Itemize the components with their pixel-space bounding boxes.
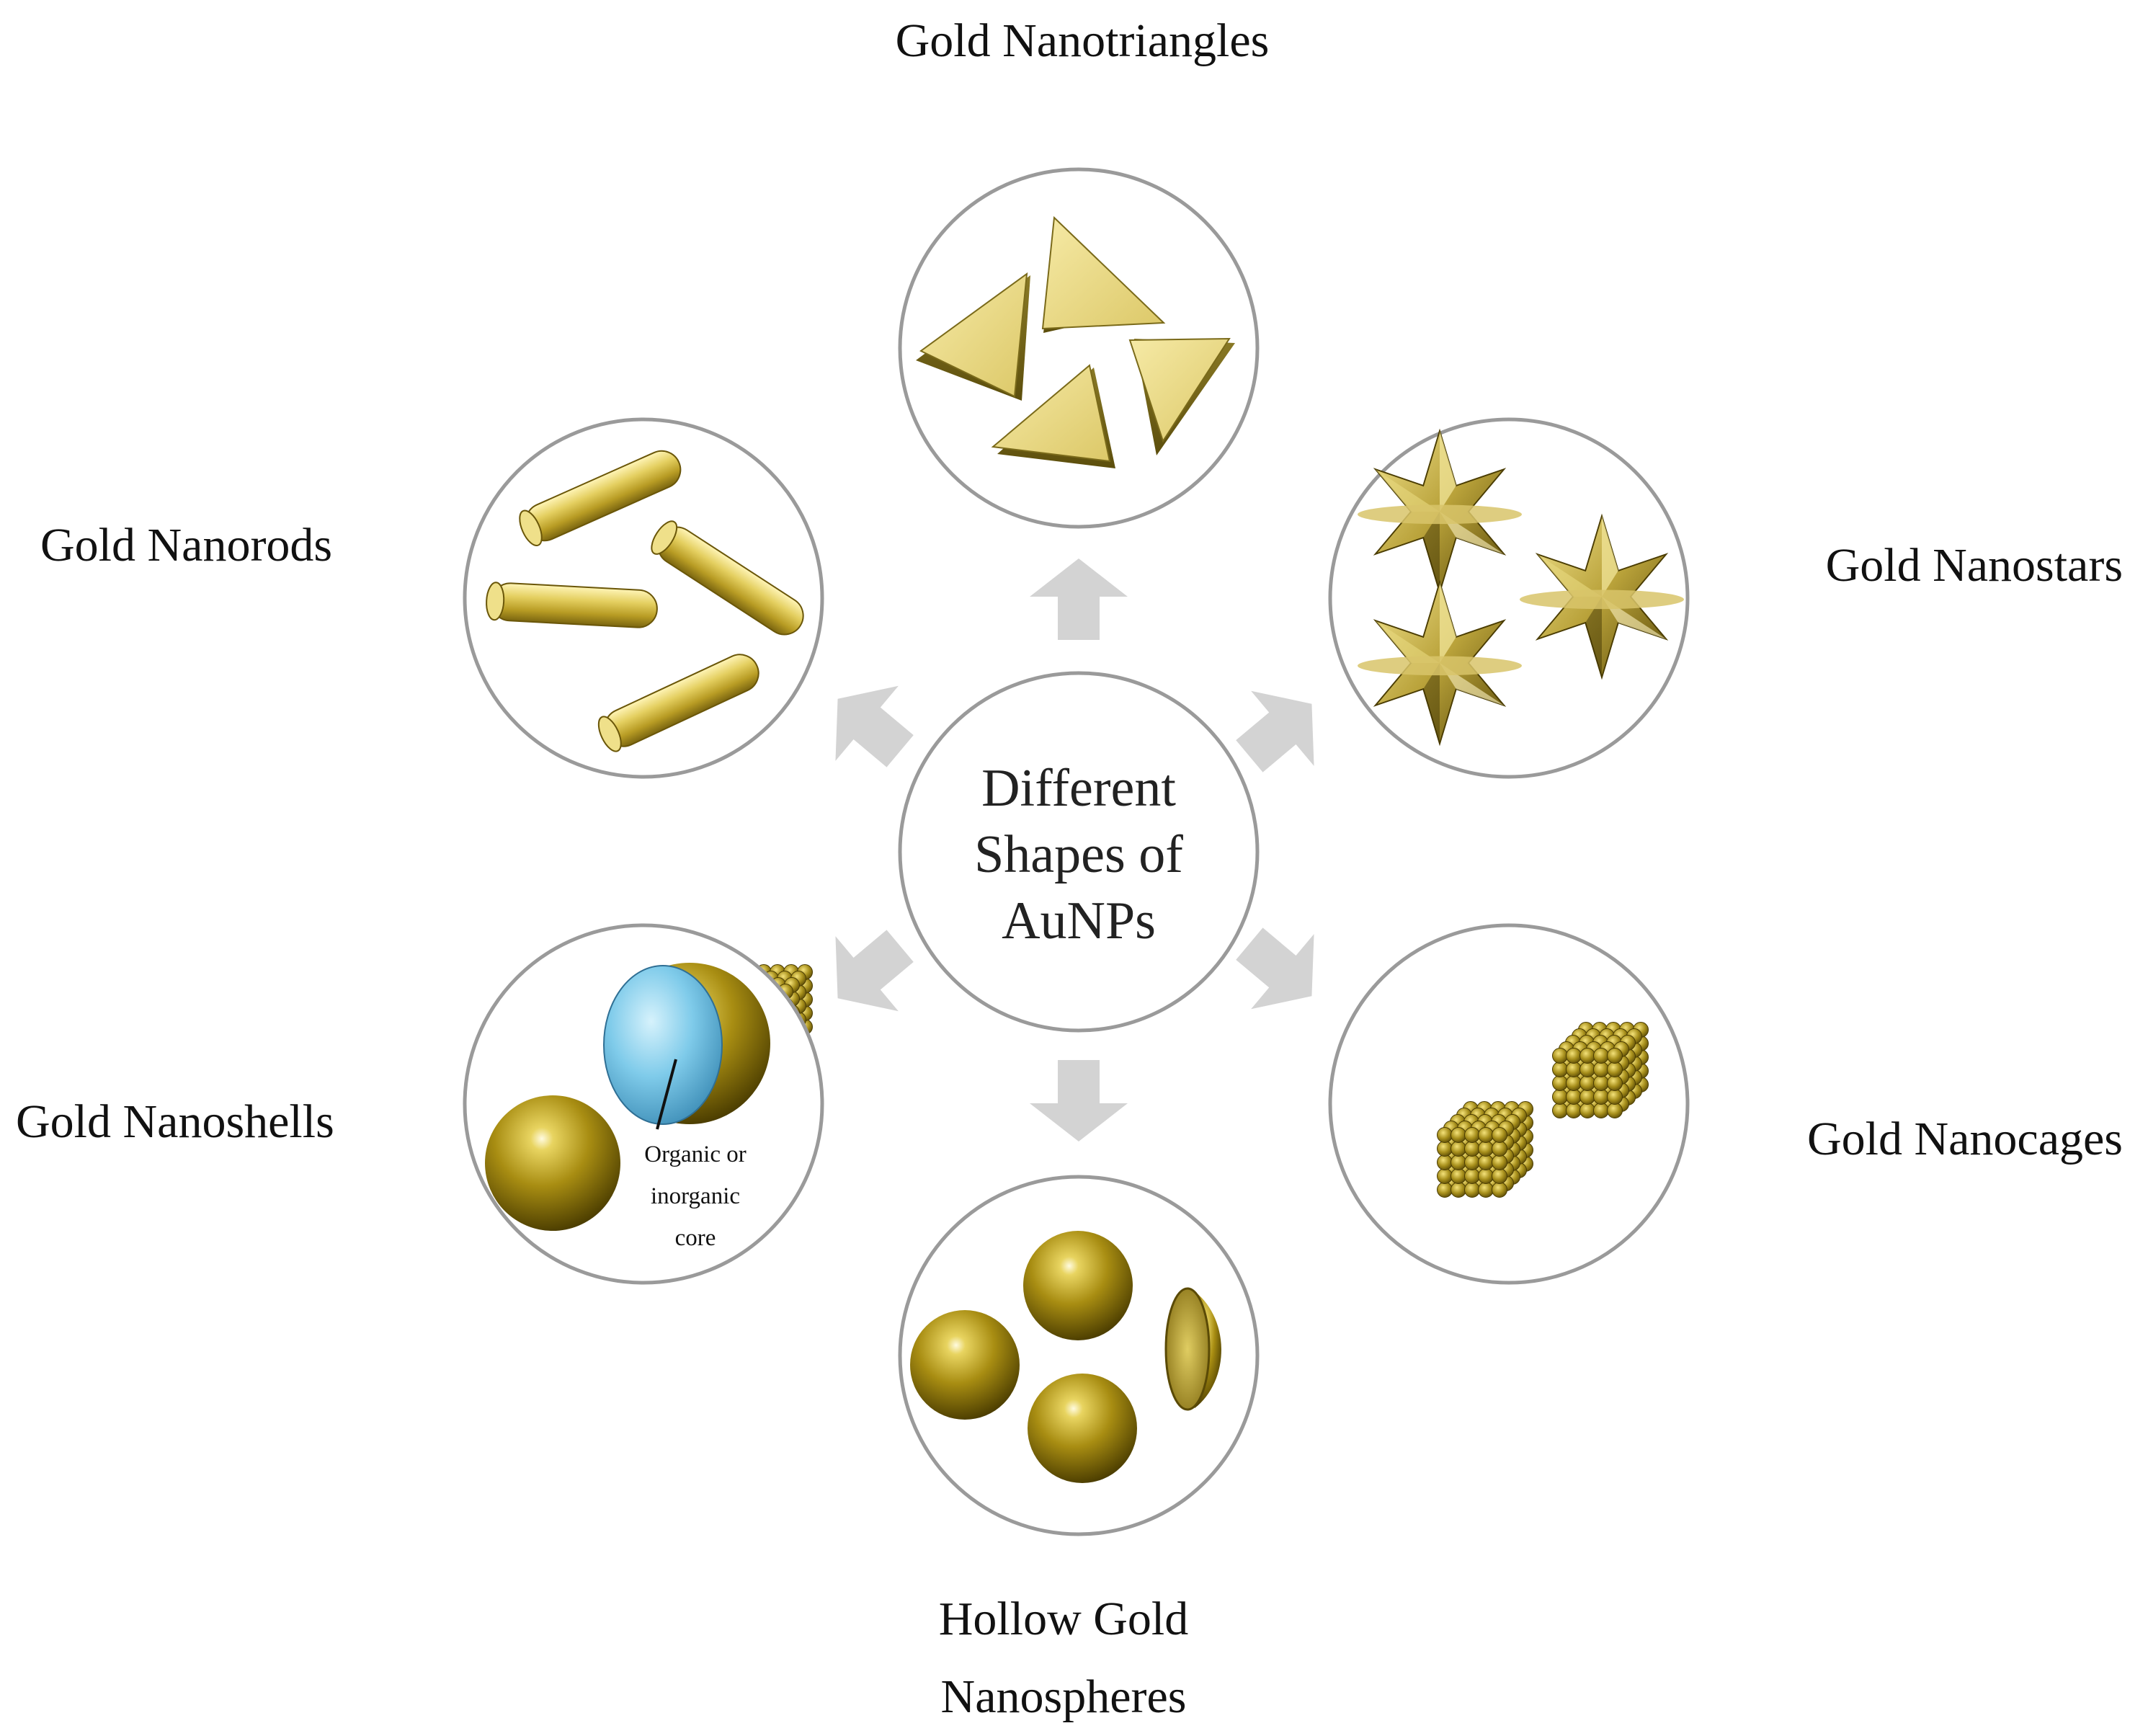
core-label-line-1: Organic or — [644, 1141, 746, 1167]
arrow-upper-right — [1236, 690, 1314, 773]
arrow-down — [1030, 1060, 1128, 1141]
center-label-line-1: Different — [981, 759, 1176, 818]
center-label-line-2: Shapes of — [974, 825, 1183, 884]
core-label-line-3: core — [675, 1225, 716, 1251]
label-hollow-line-1: Hollow Gold — [939, 1593, 1189, 1645]
label-hollow-line-2: Nanospheres — [941, 1670, 1187, 1723]
node-hollow-nanospheres: Hollow Gold Nanospheres — [898, 1175, 1260, 1723]
arrow-lower-right — [1236, 927, 1314, 1010]
hollow-sphere-particles — [910, 1231, 1221, 1483]
label-nanorods: Gold Nanorods — [40, 519, 332, 571]
nanoshell-particles — [485, 963, 770, 1231]
node-nanostars: Gold Nanostars — [1328, 417, 2123, 779]
center-node: Different Shapes of AuNPs — [898, 671, 1260, 1033]
label-nanotriangles: Gold Nanotriangles — [896, 14, 1270, 67]
center-label-line-3: AuNPs — [1002, 891, 1156, 951]
node-nanoshells: Gold Nanoshells Organic or inorganic cor… — [16, 923, 824, 1285]
label-nanostars: Gold Nanostars — [1826, 539, 2123, 592]
node-nanorods: Gold Nanorods — [40, 417, 824, 779]
label-nanocages: Gold Nanocages — [1807, 1113, 2123, 1165]
node-nanotriangles: Gold Nanotriangles — [896, 14, 1270, 529]
nanotriangle-particles — [916, 215, 1235, 468]
arrow-upper-left — [835, 685, 914, 767]
arrow-up — [1030, 558, 1128, 640]
core-label-line-2: inorganic — [651, 1183, 740, 1209]
arrow-lower-left — [835, 930, 914, 1012]
arrows — [835, 558, 1314, 1141]
node-nanocages: Gold Nanocages — [716, 923, 2123, 1285]
label-nanoshells: Gold Nanoshells — [16, 1095, 334, 1148]
